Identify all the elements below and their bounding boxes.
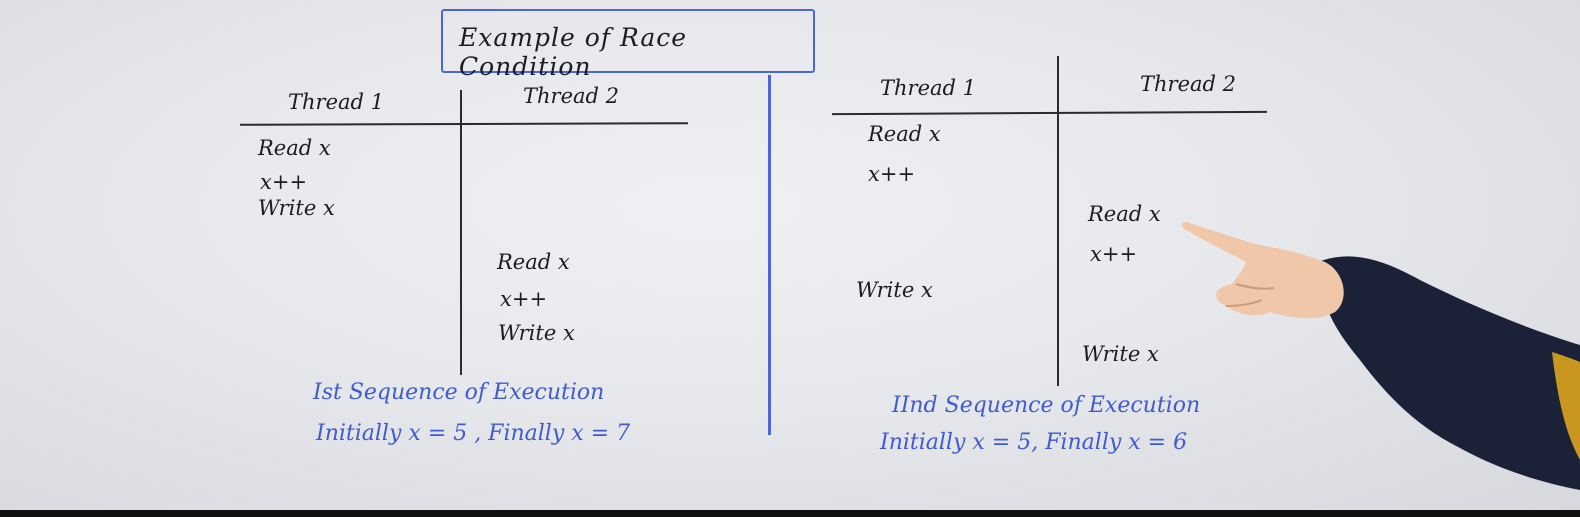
sleeve-stripe [1552, 352, 1580, 460]
right-caption-values: Initially x = 5, Finally x = 6 [880, 430, 1188, 455]
bottom-bar [0, 510, 1580, 517]
section-divider [768, 75, 771, 435]
left-t1-step-read: Read x [258, 136, 331, 160]
right-t1-step-write: Write x [856, 278, 933, 302]
right-t2-step-read: Read x [1088, 202, 1161, 226]
right-caption-sequence: IInd Sequence of Execution [892, 393, 1201, 418]
sleeve [1318, 256, 1580, 490]
left-t2-step-read: Read x [497, 250, 570, 274]
left-caption-values: Initially x = 5 , Finally x = 7 [316, 421, 631, 446]
left-thread1-header: Thread 1 [288, 90, 384, 114]
right-thread1-header: Thread 1 [880, 76, 976, 100]
right-thread2-header: Thread 2 [1140, 72, 1236, 96]
board-title: Example of Race Condition [459, 23, 688, 81]
left-t2-step-write: Write x [498, 321, 575, 345]
finger-shadow [1225, 299, 1263, 307]
right-t1-step-increment: x++ [868, 162, 916, 186]
right-table-column-rule [1057, 56, 1059, 386]
left-t1-step-write: Write x [258, 196, 335, 220]
left-table-column-rule [460, 90, 462, 375]
left-caption-sequence: Ist Sequence of Execution [313, 380, 605, 405]
right-t2-step-write: Write x [1082, 342, 1159, 366]
left-thread2-header: Thread 2 [523, 84, 619, 108]
left-t1-step-increment: x++ [260, 170, 308, 194]
hand [1181, 222, 1344, 319]
right-t1-step-read: Read x [868, 122, 941, 146]
knuckle-shadow [1235, 283, 1275, 290]
left-t2-step-increment: x++ [500, 287, 548, 311]
right-t2-step-increment: x++ [1090, 242, 1138, 266]
title-box: Example of Race Condition [441, 9, 815, 81]
